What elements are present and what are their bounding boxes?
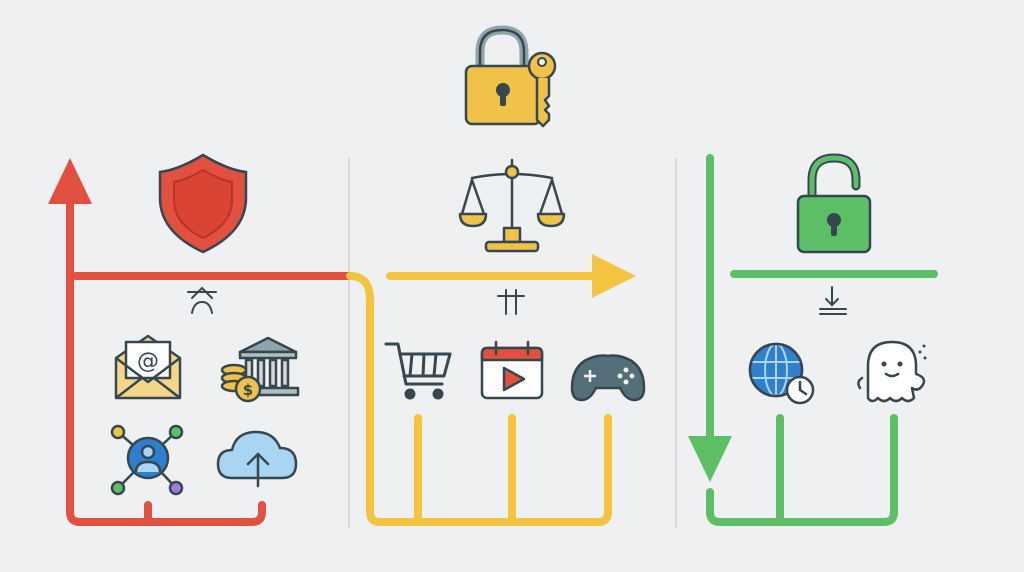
red-symbol-icon	[187, 286, 217, 314]
bank-coins-icon: $	[220, 336, 300, 403]
svg-text:@: @	[137, 349, 159, 374]
shopping-cart-icon	[384, 342, 452, 400]
cloud-upload-icon	[216, 430, 298, 488]
green-arrow-head	[688, 436, 732, 482]
balance-scale-icon	[458, 158, 566, 253]
yellow-symbol-icon	[497, 289, 525, 315]
red-arrow-shaft	[66, 201, 266, 526]
gamepad-icon	[570, 354, 646, 402]
green-flow	[706, 154, 938, 526]
key-icon	[527, 51, 557, 128]
green-symbol-icon	[819, 286, 847, 315]
yellow-arrow-head	[592, 254, 636, 298]
green-bottom	[706, 414, 898, 526]
red-arrow-head	[48, 158, 92, 204]
yellow-flow	[346, 272, 612, 526]
email-icon: @	[114, 334, 182, 400]
svg-text:$: $	[243, 381, 253, 399]
user-network-icon	[110, 424, 184, 496]
calendar-video-icon	[480, 340, 544, 400]
unlocked-padlock-icon	[796, 153, 872, 254]
globe-clock-icon	[748, 342, 815, 405]
shield-icon	[158, 153, 248, 254]
red-flow	[66, 201, 354, 526]
padlock-with-key-icon	[464, 25, 557, 128]
ghost-icon	[857, 340, 927, 403]
yellow-connector	[346, 272, 612, 526]
